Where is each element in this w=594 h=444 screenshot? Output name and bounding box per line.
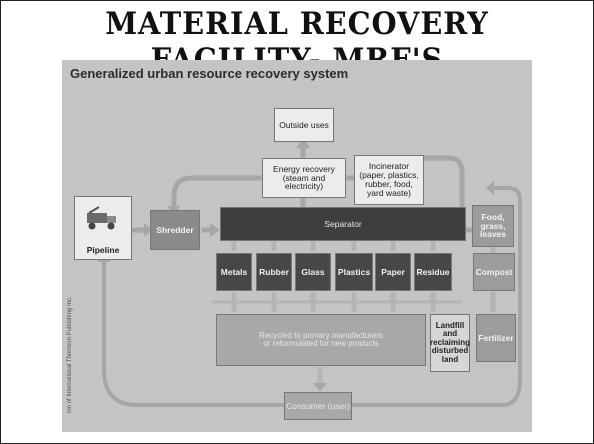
paper-box: Paper — [375, 253, 411, 291]
landfill-box: Landfill and reclaiming disturbed land — [430, 314, 470, 372]
consumer-label: Consumer (user) — [286, 400, 350, 411]
glass-label: Glass — [301, 266, 325, 277]
arrowhead-outside — [296, 138, 310, 148]
energy-recovery-label: Energy recovery (steam and electricity) — [273, 163, 335, 192]
metals-label: Metals — [220, 266, 248, 277]
glass-box: Glass — [295, 253, 331, 291]
shredder-box: Shredder — [150, 210, 200, 250]
residue-label: Residue — [416, 266, 450, 277]
arrow-consumer-to-pipeline — [102, 260, 284, 407]
rubber-label: Rubber — [259, 266, 289, 277]
arrow-energy-to-shredder — [171, 175, 262, 208]
arrowhead-food — [486, 181, 494, 195]
arrowhead-separator — [210, 223, 220, 237]
plastics-box: Plastics — [335, 253, 373, 291]
rubber-box: Rubber — [256, 253, 292, 291]
fertilizer-box: Fertilizer — [476, 314, 516, 362]
pipeline-label: Pipeline — [86, 245, 120, 256]
compost-box: Compost — [473, 253, 515, 291]
residue-box: Residue — [414, 253, 452, 291]
paper-label: Paper — [381, 266, 405, 277]
incinerator-label: Incinerator (paper, plastics, rubber, fo… — [359, 161, 419, 198]
truck-icon — [87, 206, 116, 230]
energy-recovery-box: Energy recovery (steam and electricity) — [262, 158, 346, 198]
separator-label: Separator — [324, 218, 362, 229]
diagram-title: Generalized urban resource recovery syst… — [70, 66, 349, 81]
recycled-box: Recycled to primary manufacturers or ref… — [216, 314, 426, 366]
food-box: Food, grass, leaves — [472, 205, 514, 247]
landfill-label: Landfill and reclaiming disturbed land — [430, 321, 471, 364]
compost-label: Compost — [475, 266, 513, 277]
pipeline-box: Pipeline — [74, 196, 132, 260]
flow-arrows — [97, 138, 522, 407]
consumer-box: Consumer (user) — [284, 392, 352, 420]
arrowhead-shredder — [144, 223, 152, 237]
metals-box: Metals — [216, 253, 252, 291]
incinerator-box: Incinerator (paper, plastics, rubber, fo… — [354, 155, 424, 205]
shredder-label: Shredder — [156, 224, 194, 235]
separator-box: Separator — [220, 207, 466, 241]
arrow-separator-to-incinerator — [424, 155, 465, 207]
arrow-consumer-to-food — [352, 186, 522, 407]
plastics-label: Plastics — [337, 266, 371, 277]
recycled-label: Recycled to primary manufacturers or ref… — [258, 330, 384, 348]
resource-recovery-diagram: Generalized urban resource recovery syst… — [62, 60, 532, 432]
food-label: Food, grass, leaves — [480, 211, 506, 240]
fertilizer-label: Fertilizer — [478, 332, 514, 343]
outside-uses-box: Outside uses — [274, 108, 334, 142]
outside-uses-label: Outside uses — [279, 119, 329, 130]
arrowhead-consumer — [313, 383, 327, 391]
